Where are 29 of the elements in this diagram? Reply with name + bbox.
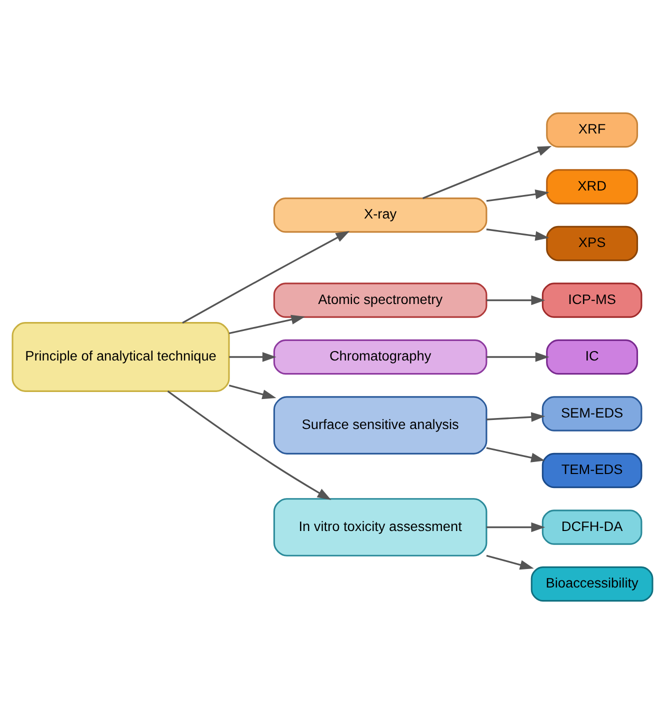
arrow [228, 384, 276, 399]
arrow [486, 188, 550, 202]
node-box: TEM-EDS [542, 452, 642, 488]
node-box: Atomic spectrometry [273, 282, 488, 318]
arrow [486, 294, 546, 305]
arrow [486, 412, 546, 422]
arrow [486, 522, 546, 532]
node-box: ICP-MS [542, 282, 642, 318]
node-box: SEM-EDS [542, 396, 642, 431]
node-box: Chromatography [273, 338, 488, 374]
arrow [486, 352, 550, 362]
node-box: DCFH-DA [542, 509, 642, 544]
arrow [229, 352, 276, 362]
node-box: X-ray [273, 197, 488, 232]
arrow [228, 314, 306, 334]
arrow [486, 554, 534, 570]
node-box: Surface sensitive analysis [273, 396, 488, 454]
arrow [486, 446, 546, 462]
arrow [167, 390, 332, 500]
node-box: In vitro toxicity assessment [273, 498, 488, 556]
node-box: XRD [546, 168, 638, 204]
arrow [486, 228, 550, 240]
node-box: Bioaccessibility [530, 566, 654, 602]
node-box: XRF [546, 112, 638, 148]
arrow [182, 230, 350, 324]
node-box: XPS [546, 225, 638, 261]
arrow [422, 145, 552, 199]
node-box: Principle of analytical technique [12, 322, 230, 392]
node-box: IC [546, 338, 638, 374]
